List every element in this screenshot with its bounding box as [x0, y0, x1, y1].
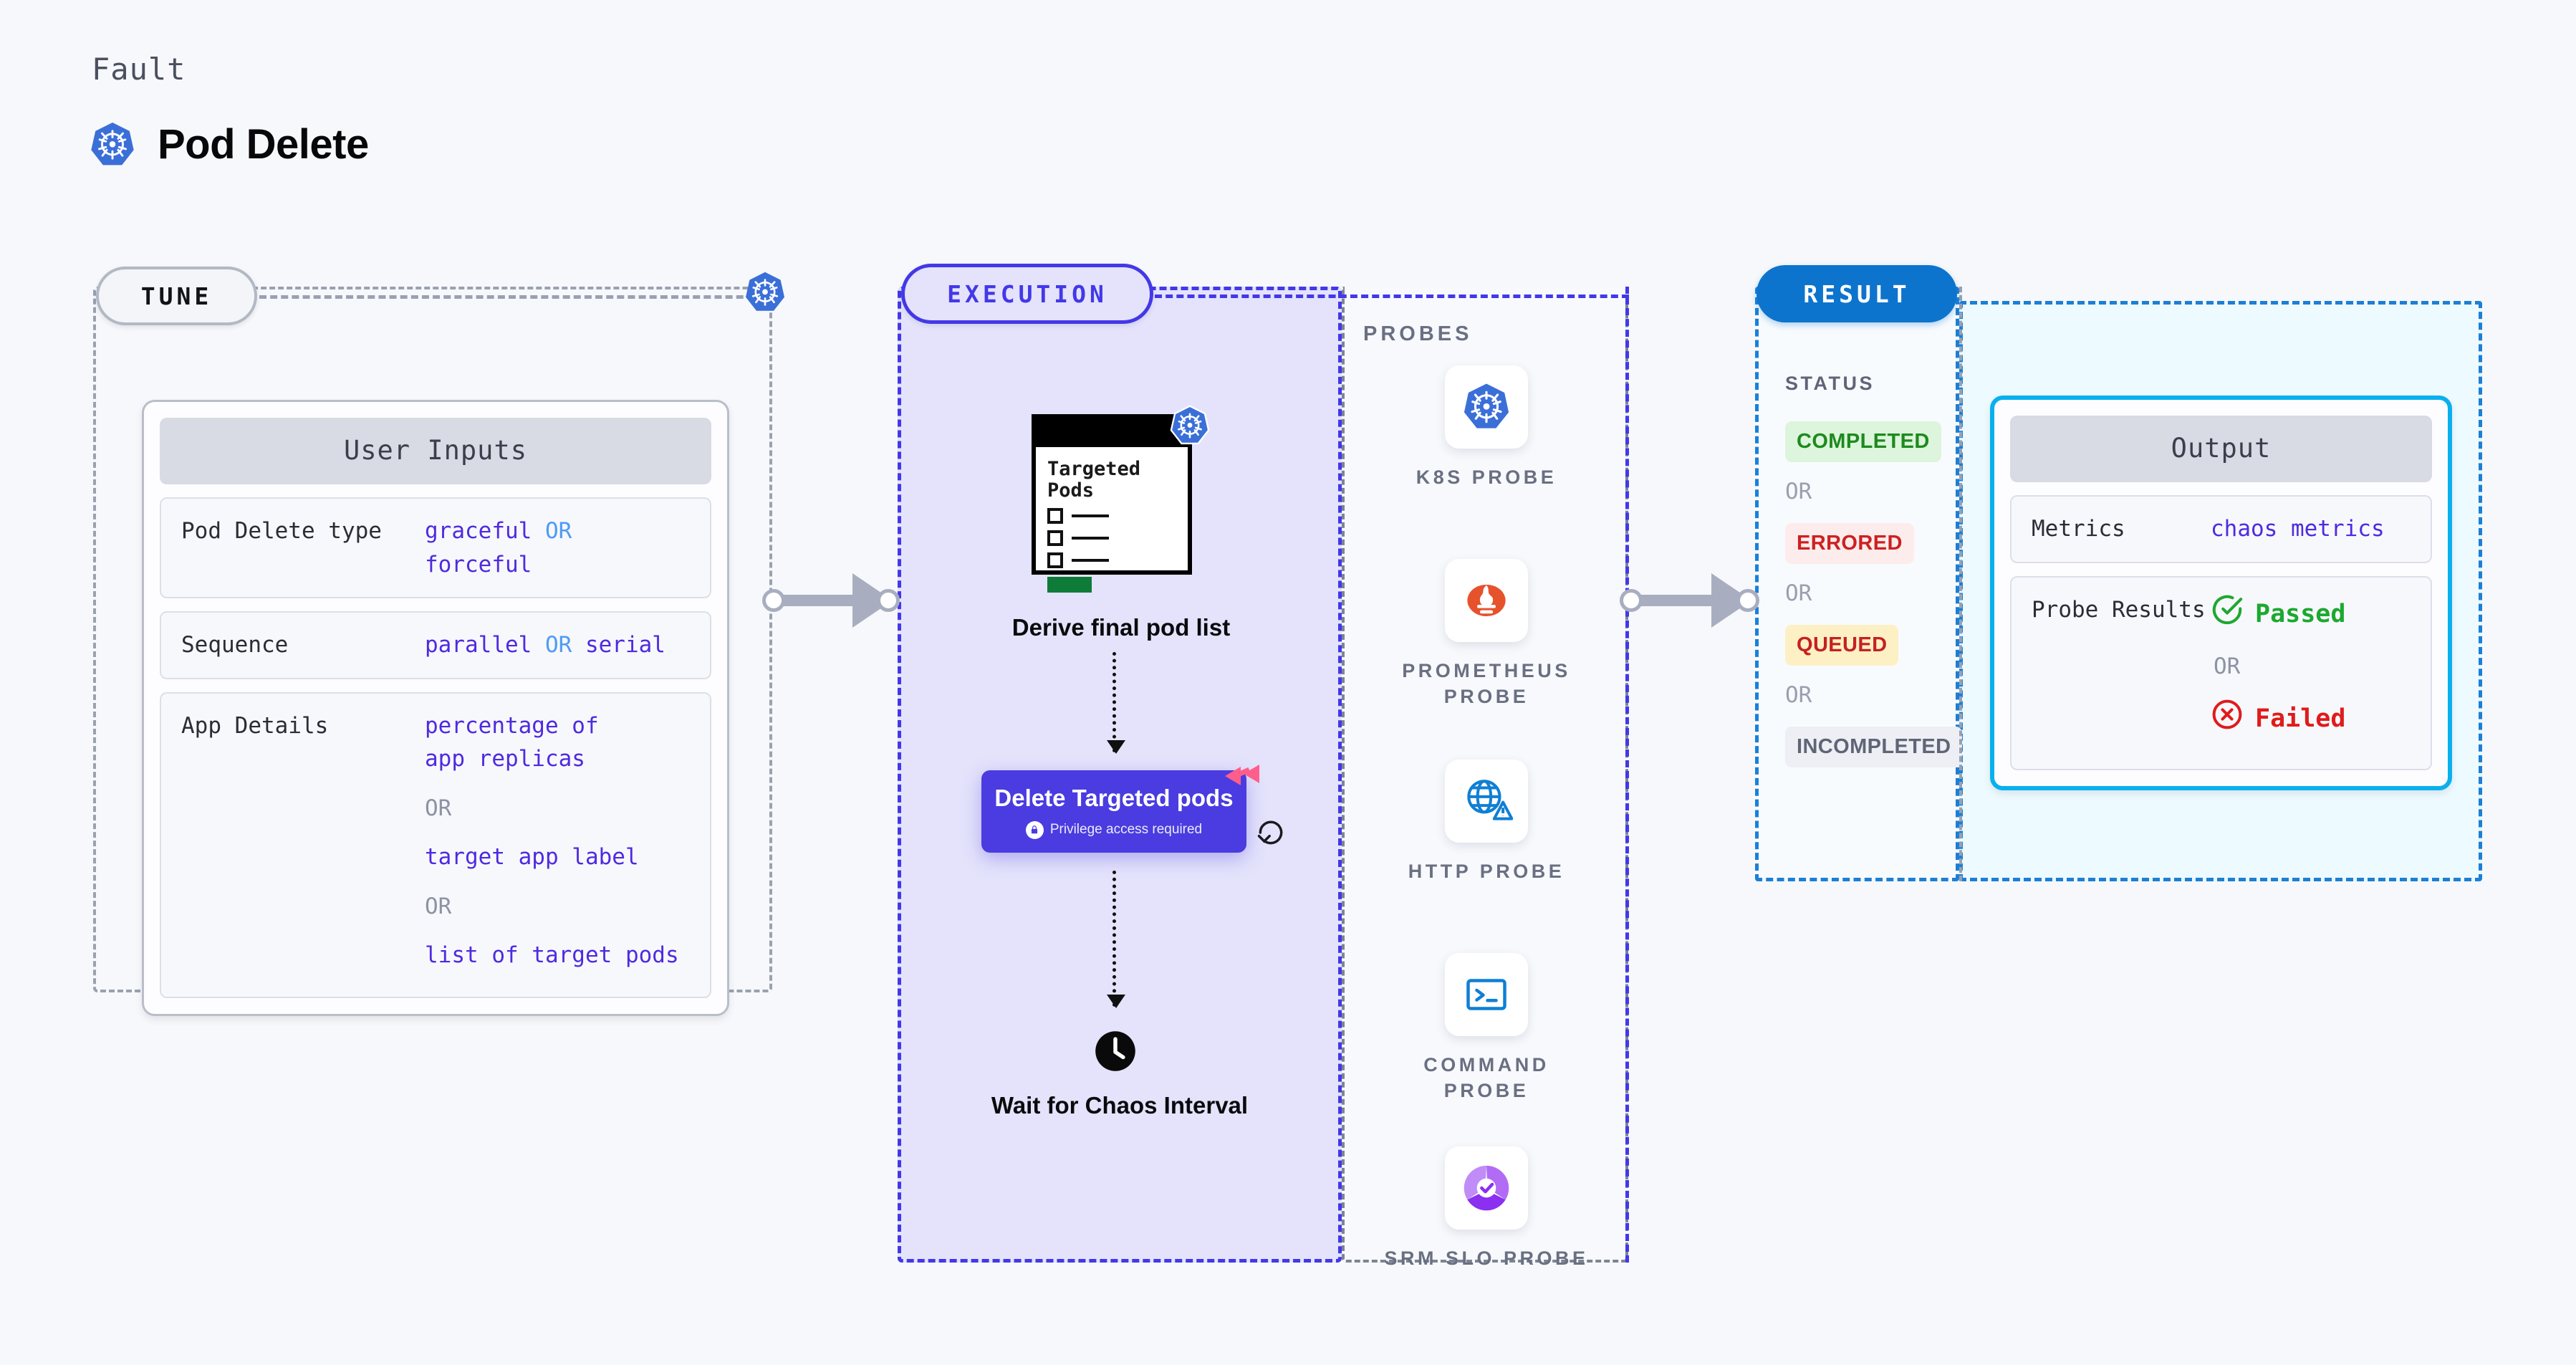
checkbox-icon — [1047, 530, 1063, 547]
status-badge-completed: COMPLETED — [1785, 421, 1941, 462]
placeholder-rule — [1072, 514, 1109, 518]
check-circle-icon — [2211, 593, 2244, 636]
clock-icon — [1095, 1030, 1136, 1076]
or-literal: OR — [425, 795, 452, 821]
table-row: App Details percentage of app replicas O… — [160, 691, 711, 998]
prometheus-icon — [1445, 559, 1528, 642]
or-literal: OR — [425, 893, 452, 919]
retry-icon[interactable] — [1255, 817, 1287, 852]
kubernetes-icon — [1445, 365, 1528, 449]
card-titlebar — [1036, 418, 1188, 447]
table-row: Sequence parallel OR serial — [160, 611, 711, 679]
terminal-icon — [1445, 953, 1528, 1036]
derive-final-pod-list-label: Derive final pod list — [1011, 614, 1231, 641]
execution-top-dashed-line — [1155, 294, 1629, 298]
row-key: Pod Delete type — [181, 518, 382, 544]
status-label: STATUS — [1785, 373, 1875, 394]
connector-execution-to-result — [1620, 573, 1763, 628]
probe-result-passed: Passed — [2211, 593, 2345, 636]
probe-http[interactable]: HTTP PROBE — [1379, 760, 1594, 884]
row-key: Probe Results — [2032, 596, 2206, 623]
placeholder-rule — [1072, 559, 1109, 562]
targeted-pods-card: Targeted Pods — [1032, 414, 1192, 593]
row-value: graceful OR forceful — [425, 518, 572, 578]
checkbox-icon — [1047, 552, 1063, 569]
user-inputs-panel: User Inputs Pod Delete type graceful OR … — [142, 400, 729, 1016]
flow-arrow-derive-to-delete — [1107, 652, 1125, 754]
tune-top-dashed-line — [259, 295, 765, 299]
row-value: Passed OR Failed — [2211, 593, 2345, 741]
status-badge-queued: QUEUED — [1785, 625, 1899, 666]
harness-logo — [1222, 760, 1262, 800]
kubernetes-icon — [744, 271, 787, 317]
probe-label: COMMAND PROBE — [1423, 1054, 1549, 1102]
list-item — [1047, 530, 1176, 547]
probe-label: HTTP PROBE — [1408, 861, 1565, 882]
flow-arrow-delete-to-wait — [1107, 871, 1125, 1008]
page-title: Pod Delete — [158, 121, 369, 168]
execution-region-right-edge — [1625, 287, 1629, 1263]
globe-warning-icon — [1445, 760, 1528, 843]
probe-label: K8S PROBE — [1416, 466, 1557, 488]
row-value: percentage of app replicas OR target app… — [425, 712, 679, 969]
row-value: chaos metrics — [2211, 516, 2385, 542]
probe-k8s[interactable]: K8S PROBE — [1379, 365, 1594, 490]
list-item — [1047, 552, 1176, 569]
status-badge-errored: ERRORED — [1785, 523, 1914, 564]
delete-targeted-pods-card[interactable]: Delete Targeted pods Privilege access re… — [981, 770, 1246, 853]
wait-for-chaos-interval-label: Wait for Chaos Interval — [991, 1092, 1249, 1119]
or-separator: OR — [1785, 580, 1812, 606]
kubernetes-icon — [89, 121, 136, 168]
user-inputs-title: User Inputs — [160, 418, 711, 484]
status-region — [1755, 287, 1959, 881]
connector-tune-to-execution — [762, 573, 905, 628]
row-key: App Details — [181, 712, 329, 739]
checkbox-icon — [1047, 508, 1063, 525]
execution-badge: EXECUTION — [901, 264, 1153, 324]
passed-label: Passed — [2255, 600, 2346, 628]
probes-title: PROBES — [1363, 322, 1473, 345]
or-separator: OR — [1785, 479, 1812, 504]
srm-slo-icon — [1445, 1146, 1528, 1230]
targeted-pods-title: Targeted Pods — [1047, 458, 1141, 502]
table-row: Pod Delete type graceful OR forceful — [160, 497, 711, 598]
row-key: Metrics — [2032, 516, 2125, 542]
kubernetes-icon — [1169, 405, 1211, 450]
fault-title-row: Pod Delete — [89, 120, 369, 168]
x-circle-icon — [2211, 698, 2244, 741]
status-region-divider — [1959, 287, 1962, 881]
row-value: parallel OR serial — [425, 632, 665, 658]
or-separator: OR — [1785, 682, 1812, 708]
or-literal: OR — [544, 518, 572, 544]
result-badge: RESULT — [1756, 265, 1957, 322]
fault-eyebrow: Fault — [92, 52, 186, 87]
or-separator: OR — [2214, 653, 2241, 679]
output-title: Output — [2010, 416, 2432, 482]
probe-prometheus[interactable]: PROMETHEUS PROBE — [1379, 559, 1594, 710]
row-key: Sequence — [181, 632, 289, 658]
probe-label: SRM SLO PROBE — [1384, 1247, 1589, 1269]
probe-srm-slo[interactable]: SRM SLO PROBE — [1379, 1146, 1594, 1271]
table-row: Metrics chaos metrics — [2010, 495, 2432, 563]
progress-bar — [1047, 577, 1092, 593]
lock-icon — [1025, 820, 1044, 839]
output-panel: Output Metrics chaos metrics Probe Resul… — [1990, 396, 2452, 790]
or-literal: OR — [544, 632, 572, 658]
table-row: Probe Results Passed OR — [2010, 575, 2432, 770]
failed-label: Failed — [2255, 704, 2346, 733]
probe-label: PROMETHEUS PROBE — [1402, 660, 1571, 708]
probe-command[interactable]: COMMAND PROBE — [1379, 953, 1594, 1104]
status-badge-incompleted: INCOMPLETED — [1785, 727, 1963, 767]
probe-result-failed: Failed — [2211, 698, 2345, 741]
privilege-note: Privilege access required — [1025, 820, 1203, 839]
list-item — [1047, 508, 1176, 525]
tune-badge: TUNE — [96, 267, 257, 325]
delete-card-title: Delete Targeted pods — [994, 785, 1234, 812]
privilege-label: Privilege access required — [1049, 822, 1203, 838]
placeholder-rule — [1072, 537, 1109, 540]
